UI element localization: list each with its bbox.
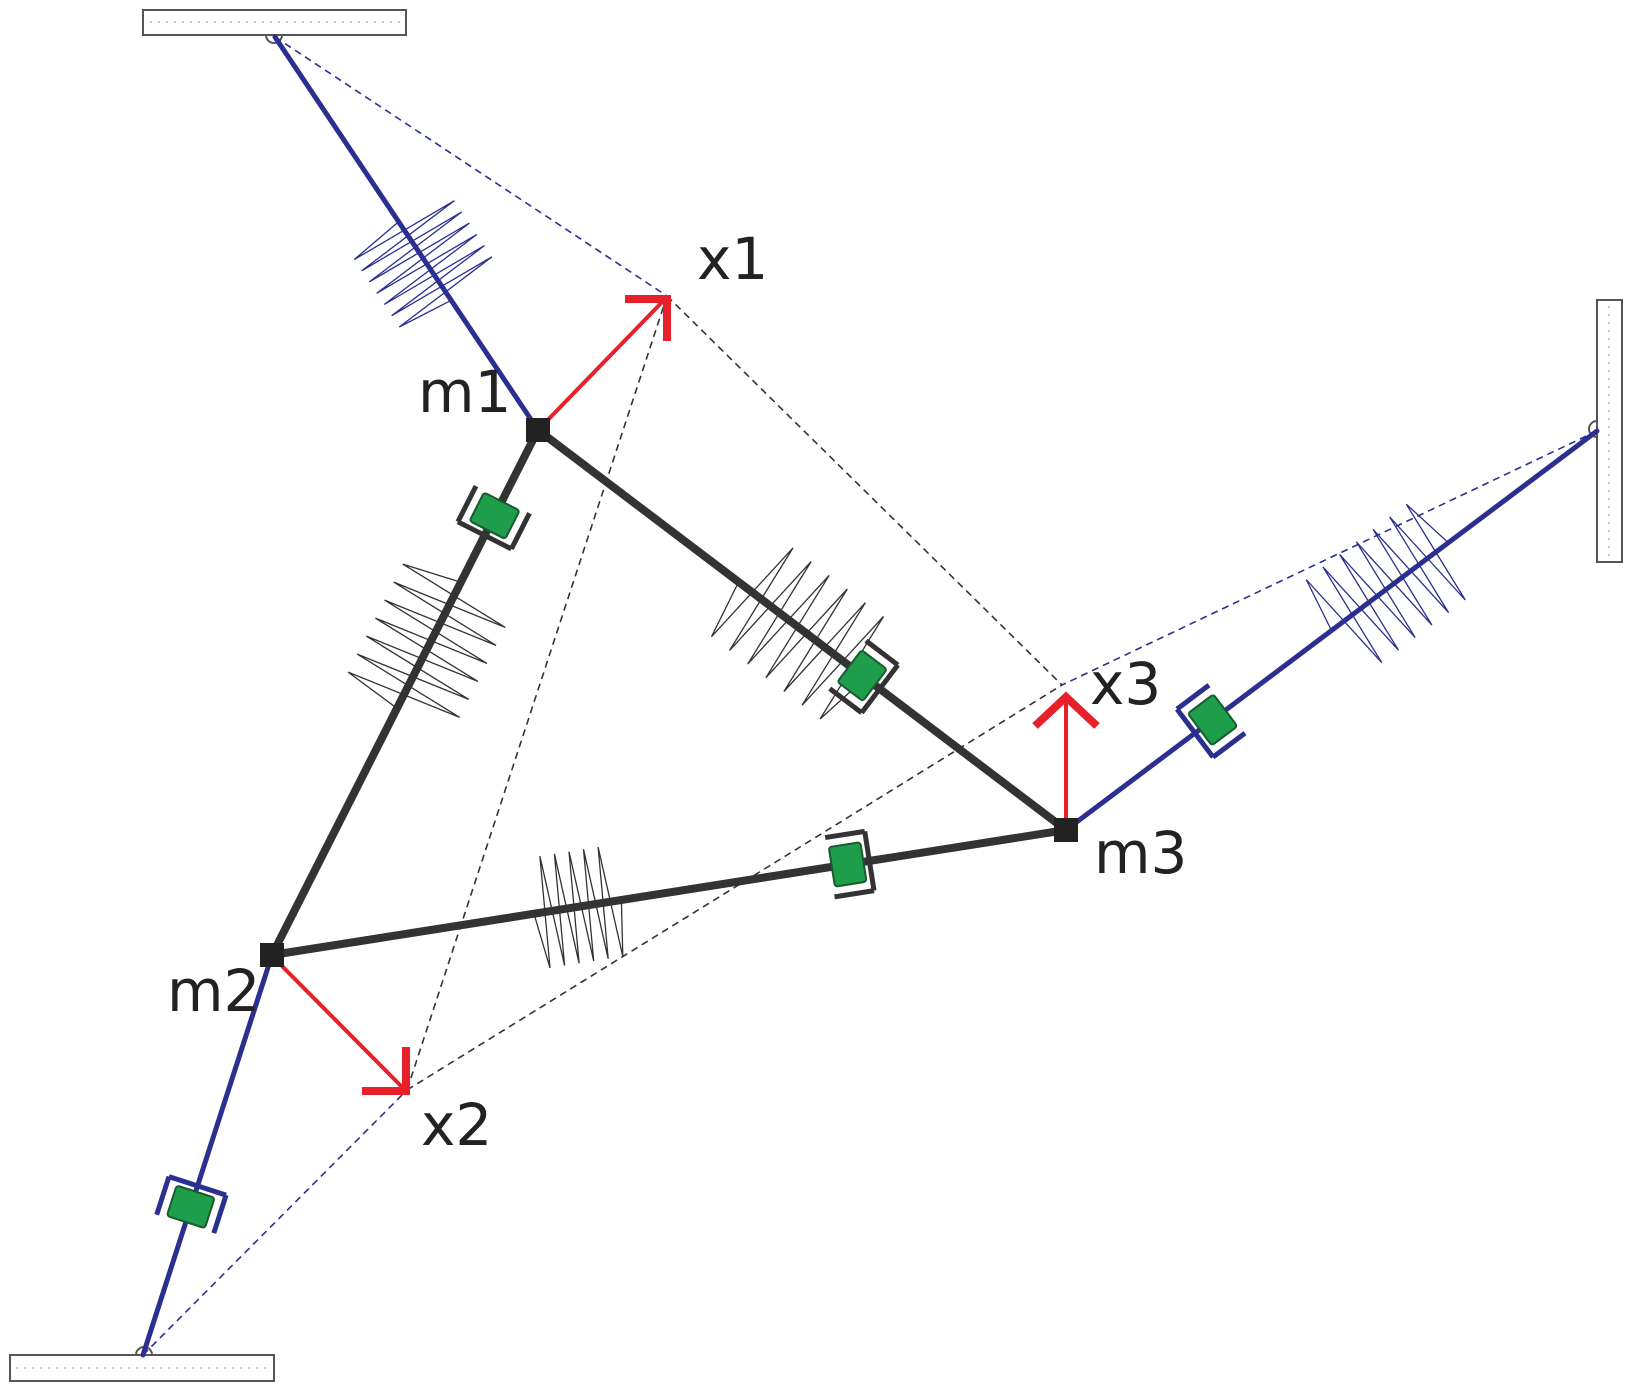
displacement-arrows (270, 295, 1100, 1095)
spring-ground-m1 (353, 200, 493, 328)
mass-guide-lines (406, 295, 1063, 1091)
damper-ground-m2 (154, 1174, 229, 1234)
arrow-x2 (270, 954, 410, 1095)
damper-m1-m2 (455, 484, 532, 552)
ground-plate-bottom (9, 1354, 275, 1382)
ground-guide-lines (142, 36, 1598, 1356)
label-m2: m2 (167, 957, 260, 1025)
arrow-x3 (1032, 691, 1100, 828)
link-m1-m3 (534, 426, 1070, 834)
internal-links (268, 426, 1070, 959)
damper-m2-m3 (824, 828, 877, 900)
ground-plate-top (142, 9, 407, 36)
mass-m1 (526, 418, 550, 442)
spring-m1-m2 (347, 563, 506, 719)
link-m2-m3 (268, 826, 1070, 959)
spring-m1-m3 (710, 547, 885, 720)
ground-link-m1 (272, 34, 541, 433)
label-m3: m3 (1094, 819, 1187, 887)
damper-m1-m3 (828, 638, 900, 715)
arrow-x1 (538, 295, 671, 430)
ground-link-m2 (140, 952, 275, 1358)
ground-links (140, 34, 1600, 1358)
label-x1: x1 (697, 225, 768, 293)
mass-m3 (1054, 818, 1078, 842)
mass-m2 (260, 943, 284, 967)
damper-ground-m3 (1174, 683, 1247, 760)
spring-ground-m3 (1305, 503, 1466, 664)
pivot-top (265, 34, 283, 44)
label-x3: x3 (1090, 650, 1161, 718)
ground-plate-right (1596, 299, 1623, 563)
dampers (154, 484, 1247, 1234)
springs (347, 200, 1466, 969)
spring-m2-m3 (533, 846, 624, 969)
pivot-right (1588, 420, 1598, 438)
label-x2: x2 (421, 1091, 492, 1159)
label-m1: m1 (418, 358, 511, 426)
